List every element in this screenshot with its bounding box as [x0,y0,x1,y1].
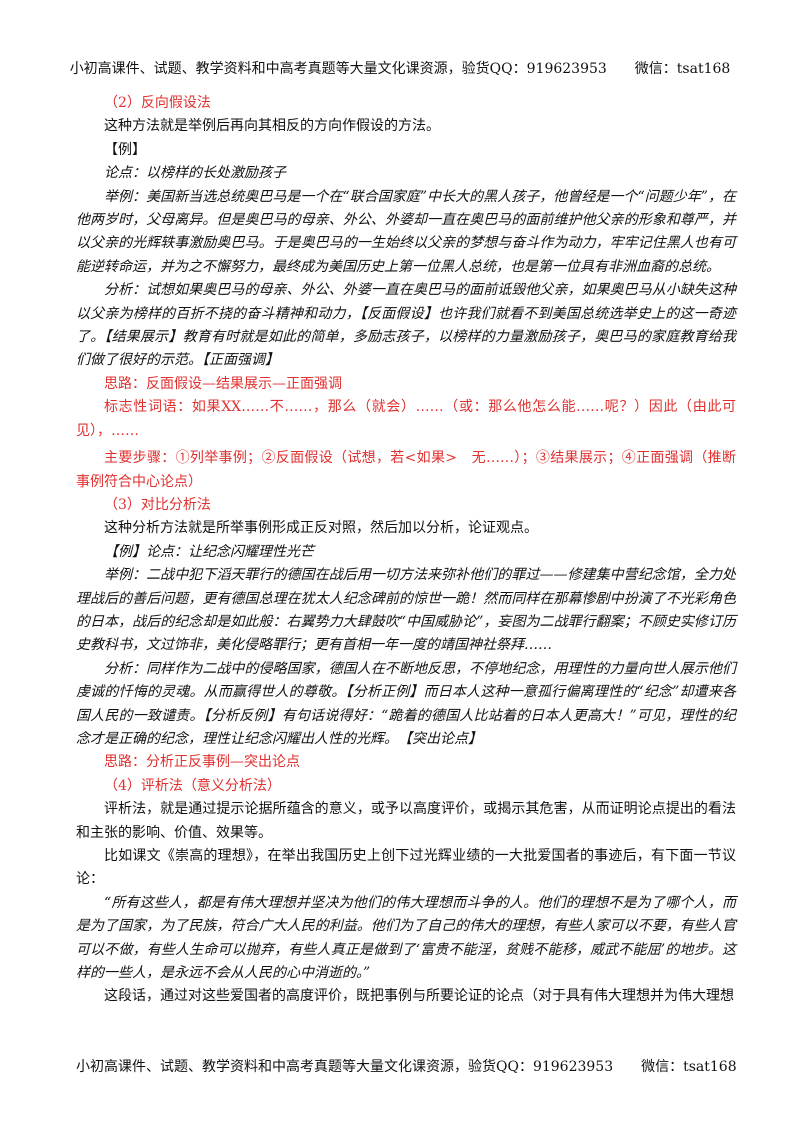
section-3-example: 举例：二战中犯下滔天罪行的德国在战后用一切方法来弥补他们的罪过——修建集中营纪念… [76,567,736,654]
section-2-signal-words: 标志性词语：如果XX……不……，那么（就会）……（或：那么他怎么能……呢？）因此… [76,399,736,439]
section-3-analysis: 分析：同样作为二战中的侵略国家，德国人在不断地反思，不停地纪念，用理性的力量向世… [76,660,736,747]
section-2-intro: 这种方法就是举例后再向其相反的方向作假设的方法。 [104,118,440,135]
section-3-approach: 思路：分析正反事例—突出论点 [104,754,300,771]
section-2-steps: 主要步骤：①列举事例；②反面假设（试想，若<如果> 无……）；③结果展示；④正面… [76,450,736,490]
section-4-title: （4）评析法（意义分析法） [104,777,281,794]
section-4-intro: 评析法，就是通过提示论据所蕴含的意义，或予以高度评价，或揭示其危害，从而证明论点… [76,801,736,841]
section-3-intro: 这种分析方法就是所举事例形成正反对照，然后加以分析，论证观点。 [104,520,538,537]
section-4-comment: 这段话，通过对这些爱国者的高度评价，既把事例与所要论证的论点（对于具有伟大理想并… [104,988,734,1005]
section-2-example-label: 【例】 [104,141,146,158]
section-4-quote: “所有这些人，都是有伟大理想并坚决为他们的伟大理想而斗争的人。他们的理想不是为了… [76,894,736,982]
section-3-example-thesis: 【例】论点：让纪念闪耀理性光芒 [104,543,314,560]
section-2-title: （2）反向假设法 [104,95,211,111]
section-4-example-intro: 比如课文《崇高的理想》，在举出我国历史上创下过光辉业绩的一大批爱国者的事迹后，有… [76,848,736,888]
section-2-approach: 思路：反面假设—结果展示—正面强调 [104,375,342,392]
section-3-title: （3）对比分析法 [104,496,211,513]
page-footer: 小初高课件、试题、教学资料和中高考真题等大量文化课资源，验货QQ：9196239… [76,1059,737,1075]
section-2-thesis: 论点：以榜样的长处激励孩子 [104,165,286,182]
section-2-analysis: 分析：试想如果奥巴马的母亲、外公、外婆一直在奥巴马的面前诋毁他父亲，如果奥巴马从… [76,282,736,369]
page-header: 小初高课件、试题、教学资料和中高考真题等大量文化课资源，验货QQ：9196239… [69,61,731,77]
section-2-example: 举例：美国新当选总统奥巴马是一个在“联合国家庭”中长大的黑人孩子，他曾经是一个“… [76,188,736,275]
document-body: （2）反向假设法 这种方法就是举例后再向其相反的方向作假设的方法。 【例】 论点… [76,92,736,1009]
